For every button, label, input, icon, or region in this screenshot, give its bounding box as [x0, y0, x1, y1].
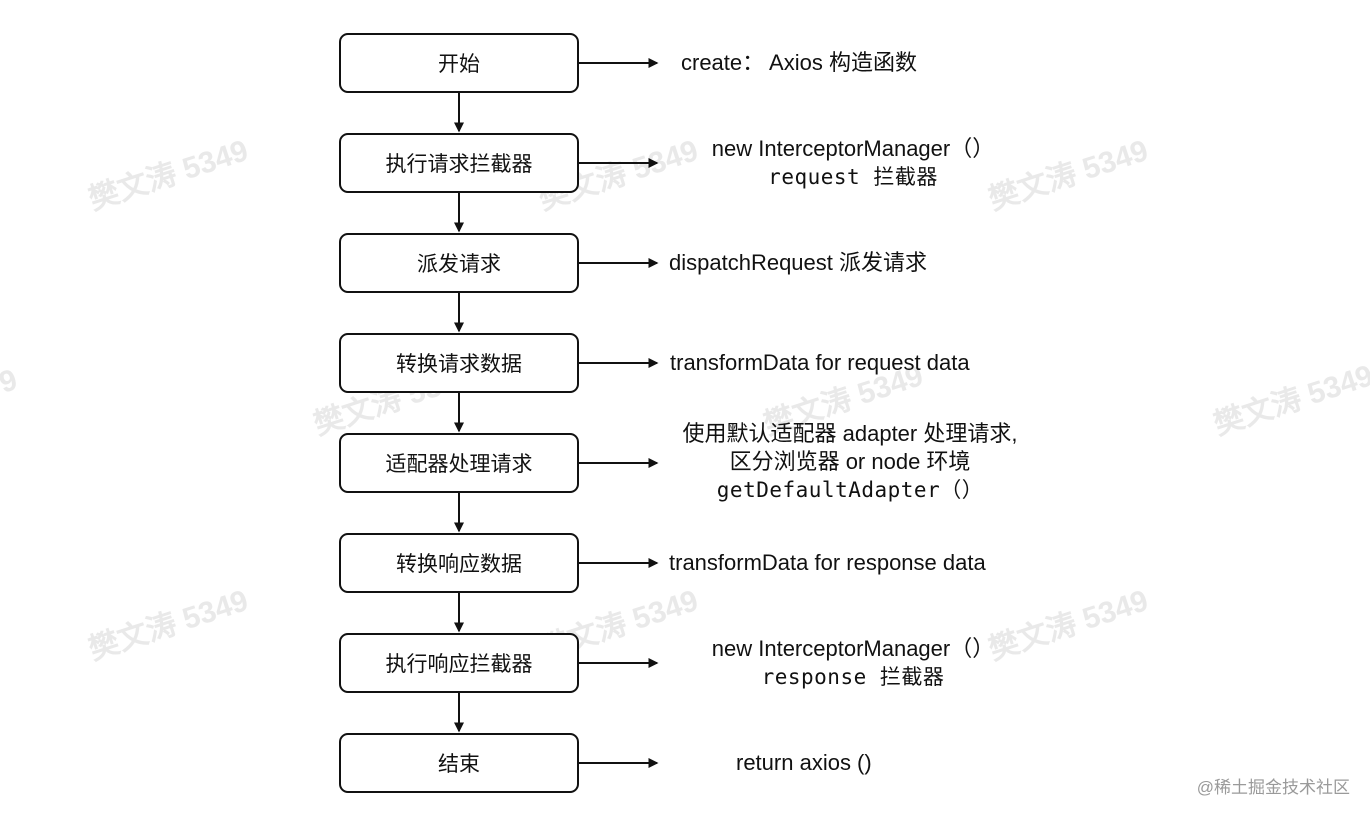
note-code-line: request 拦截器 — [768, 165, 938, 189]
note-response-interceptor: new InterceptorManager（） response 拦截器 — [663, 635, 1043, 691]
note-request-interceptor: new InterceptorManager（） request 拦截器 — [663, 135, 1043, 191]
source-credit: @稀土掘金技术社区 — [1196, 778, 1350, 797]
step-transform-request-node: 转换请求数据 — [339, 333, 579, 393]
note-transform-response: transformData for response data — [669, 549, 986, 577]
note-text: create： Axios 构造函数 — [681, 50, 917, 75]
note-code-line: new InterceptorManager（） — [711, 136, 995, 161]
note-text: transformData for request data — [670, 350, 970, 375]
step-request-interceptor-node: 执行请求拦截器 — [339, 133, 579, 193]
note-adapter: 使用默认适配器 adapter 处理请求, 区分浏览器 or node 环境 g… — [660, 420, 1040, 504]
note-dispatch: dispatchRequest 派发请求 — [669, 249, 927, 277]
step-transform-response-node: 转换响应数据 — [339, 533, 579, 593]
note-text-line: 使用默认适配器 adapter 处理请求, — [682, 421, 1018, 446]
note-text-line: 区分浏览器 or node 环境 — [729, 449, 971, 474]
step-label: 转换请求数据 — [396, 352, 522, 376]
step-label: 执行响应拦截器 — [385, 652, 533, 676]
note-code-line: new InterceptorManager（） — [711, 636, 995, 661]
step-label: 执行请求拦截器 — [385, 152, 533, 176]
step-label: 适配器处理请求 — [385, 452, 533, 476]
step-adapter-node: 适配器处理请求 — [339, 433, 579, 493]
note-text: return axios () — [736, 750, 872, 775]
note-end: return axios () — [736, 749, 872, 777]
step-label: 转换响应数据 — [396, 552, 522, 576]
note-transform-request: transformData for request data — [670, 349, 970, 377]
step-label: 结束 — [438, 752, 480, 776]
step-dispatch-node: 派发请求 — [339, 233, 579, 293]
note-code-line: response 拦截器 — [761, 665, 945, 689]
note-text: transformData for response data — [669, 550, 986, 575]
step-label: 开始 — [438, 52, 480, 76]
note-start: create： Axios 构造函数 — [681, 49, 917, 77]
step-response-interceptor-node: 执行响应拦截器 — [339, 633, 579, 693]
step-end-node: 结束 — [339, 733, 579, 793]
step-start-node: 开始 — [339, 33, 579, 93]
note-text: dispatchRequest 派发请求 — [669, 250, 927, 275]
step-label: 派发请求 — [417, 252, 501, 276]
note-code-line: getDefaultAdapter（） — [716, 478, 984, 502]
